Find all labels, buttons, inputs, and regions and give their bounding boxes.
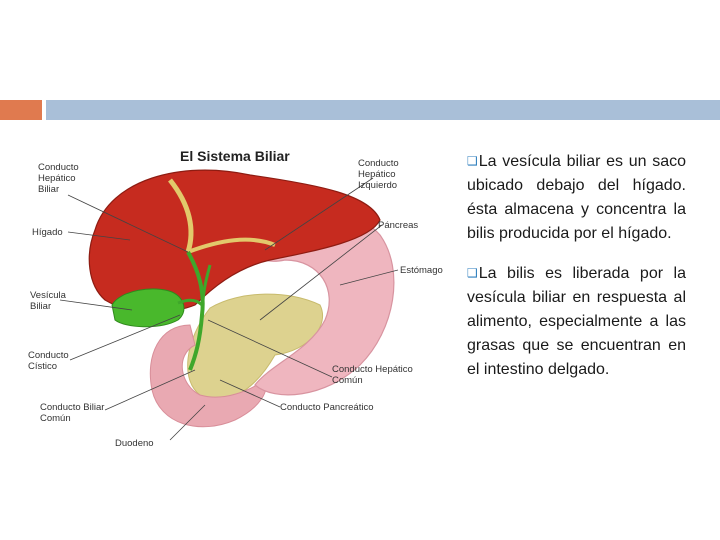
biliary-system-diagram: El Sistema Biliar Conducto Hepático Bili… bbox=[20, 140, 460, 460]
checkbox-bullet-icon: ❑ bbox=[467, 149, 478, 173]
label-conducto-hepatico-biliar: Conducto Hepático Biliar bbox=[38, 162, 79, 195]
label-conducto-hepatico-comun: Conducto Hepático Común bbox=[332, 364, 413, 386]
label-conducto-cistico: Conducto Cístico bbox=[28, 350, 69, 372]
header-accent-orange bbox=[0, 100, 42, 120]
header-accent-blue bbox=[46, 100, 720, 120]
label-conducto-pancreatico: Conducto Pancreático bbox=[280, 402, 373, 413]
diagram-title: El Sistema Biliar bbox=[180, 148, 290, 164]
label-estomago: Estómago bbox=[400, 265, 443, 276]
text-panel: ❑La vesícula biliar es un saco ubicado d… bbox=[467, 150, 686, 398]
paragraph-1: ❑La vesícula biliar es un saco ubicado d… bbox=[467, 150, 686, 246]
label-pancreas: Páncreas bbox=[378, 220, 418, 231]
label-vesicula-biliar: Vesícula Biliar bbox=[30, 290, 66, 312]
paragraph-1-text: La vesícula biliar es un saco ubicado de… bbox=[467, 153, 686, 242]
checkbox-bullet-icon: ❑ bbox=[467, 261, 478, 285]
paragraph-2-text: La bilis es liberada por la vesícula bil… bbox=[467, 265, 686, 378]
label-conducto-hepatico-izquierdo: Conducto Hepático Izquierdo bbox=[358, 158, 399, 191]
label-higado: Hígado bbox=[32, 227, 63, 238]
paragraph-2: ❑La bilis es liberada por la vesícula bi… bbox=[467, 262, 686, 382]
label-conducto-biliar-comun: Conducto Biliar Común bbox=[40, 402, 104, 424]
label-duodeno: Duodeno bbox=[115, 438, 154, 449]
